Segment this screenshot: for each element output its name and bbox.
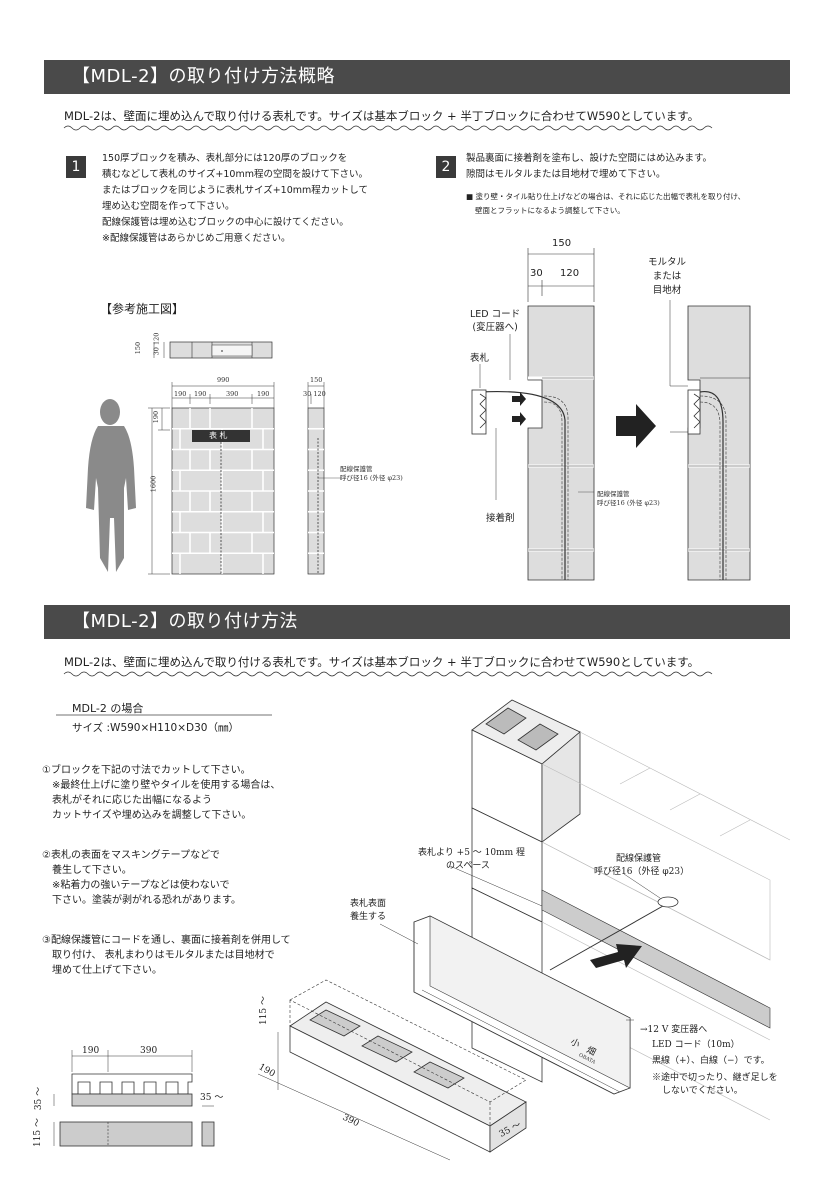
step-2-badge: 2	[436, 156, 456, 178]
transformer-label: →12 V 変圧器へ	[640, 1025, 708, 1035]
cut-dim-35-side: 35 〜	[200, 1093, 224, 1103]
person-silhouette	[86, 399, 136, 572]
cut-dim-190: 190	[82, 1046, 100, 1056]
step-2-text: 製品裏面に接着剤を塗布し、設けた空間にはめ込みます。 隙間はモルタルまたは目地材…	[466, 153, 713, 180]
instruction-1: ①ブロックを下記の寸法でカットして下さい。 ※最終仕上げに塗り壁やタイルを使用す…	[42, 765, 281, 821]
section-intro-overview: MDL-2は、壁面に埋め込んで取り付ける表札です。サイズは基本ブロック + 半丁…	[64, 109, 700, 123]
led-cord-length: LED コード（10m）	[652, 1040, 740, 1050]
pipe-label-1: 配線保護管	[340, 465, 373, 473]
cut-dimensions-diagram	[53, 1050, 215, 1147]
plan-view-drawing	[153, 341, 273, 359]
space-label: 表札より +5 〜 10mm 程 のスペース	[418, 848, 526, 871]
instruction-3: ③配線保護管にコードを通し、裏面に接着剤を併用して 取り付け、 表札まわりはモル…	[42, 935, 291, 976]
product-size: サイズ :W590×H110×D30（㎜）	[72, 722, 239, 734]
step-1-badge: 1	[66, 156, 86, 178]
section-title-installation: 【MDL-2】の取り付け方法	[44, 605, 790, 639]
mortar-label: モルタル または 目地材	[648, 257, 687, 296]
isometric-wall-drawing	[257, 699, 791, 1161]
wire-colors: 黒線（+）、白線（−）です。	[652, 1056, 770, 1066]
s2-dim-30: 30	[530, 268, 543, 279]
section-title-overview: 【MDL-2】の取り付け方法概略	[44, 60, 790, 94]
pipe-callout: 配線保護管 呼び径16（外径 φ23）	[594, 854, 690, 877]
wavy-divider	[63, 125, 713, 131]
cut-dim-115: 115 〜	[33, 1117, 44, 1148]
dim-990: 990	[217, 376, 230, 384]
plan-dim-150: 150	[134, 341, 143, 355]
s2-dim-150: 150	[552, 238, 572, 249]
dim-190-c: 190	[257, 390, 270, 398]
dim-390: 390	[226, 390, 239, 398]
surface-protect-label: 表札表面 養生する	[350, 899, 387, 922]
dim-190-upper: 190	[152, 410, 161, 424]
s2-pipe-label-2: 呼び径16 (外径 φ23)	[597, 499, 660, 507]
section-intro-installation: MDL-2は、壁面に埋め込んで取り付ける表札です。サイズは基本ブロック + 半丁…	[64, 655, 700, 669]
dim-190-a: 190	[174, 390, 187, 398]
dim-190-b: 190	[194, 390, 207, 398]
instruction-2: ②表札の表面をマスキングテープなどで 養生して下さい。 ※粘着力の強いテープなど…	[42, 850, 241, 906]
cut-warning: ※途中で切ったり、継ぎ足しを しないでください。	[652, 1073, 778, 1096]
nameplate-label: 表 札	[205, 430, 232, 441]
step-1-text: 150厚ブロックを積み、表札部分には120厚のブロックを 積むなどして表札のサイ…	[102, 153, 368, 244]
step-2-notes: ■ 塗り壁・タイル貼り仕上げなどの場合は、それに応じた出幅で表札を取り付け、 壁…	[466, 192, 746, 215]
cut-dim-35: 35 〜	[34, 1086, 45, 1111]
dim-1600: 1600	[149, 475, 158, 493]
step-2-cross-section	[471, 248, 751, 581]
s2-pipe-label-1: 配線保護管	[597, 490, 630, 498]
adhesive-label: 接着剤	[486, 513, 515, 524]
cut-dim-390: 390	[140, 1046, 158, 1056]
side-dim-30-120: 30 120	[303, 390, 326, 398]
iso-dim-115: 115 〜	[259, 995, 270, 1026]
plate-label: 表札	[470, 353, 490, 364]
reference-drawing-title: 【参考施工図】	[100, 302, 185, 316]
case-underline	[56, 714, 272, 716]
wavy-divider-2	[63, 671, 713, 677]
plan-dim-30-120: 30 120	[152, 332, 161, 356]
led-cord-label: LED コード (変圧器へ)	[470, 309, 521, 333]
pipe-label-2: 呼び径16 (外径 φ23)	[340, 474, 403, 482]
case-title: MDL-2 の場合	[72, 702, 144, 715]
side-dim-150: 150	[310, 376, 323, 384]
s2-dim-120: 120	[560, 268, 580, 279]
